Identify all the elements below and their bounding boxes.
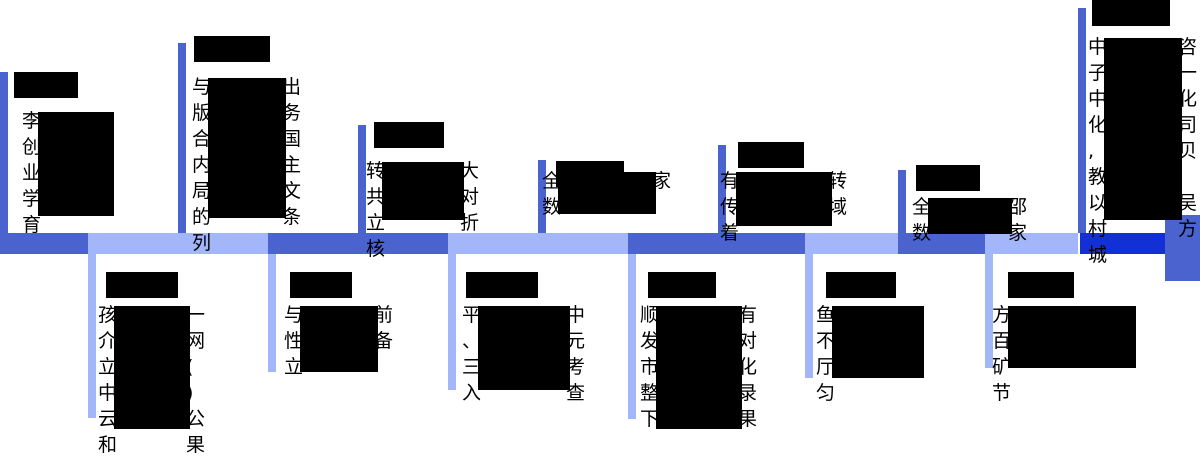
axis-segment-seg-4[interactable] [358,233,448,254]
milestone-title-m10 [466,272,538,298]
milestone-glyphs-right-m6: 邵 家 [1008,196,1028,244]
milestone-title-m1 [14,72,78,98]
milestone-stem-m5 [718,145,726,233]
timeline-endcap [1165,215,1200,281]
milestone-stem-m6 [898,170,906,233]
milestone-stem-m2 [178,43,186,233]
milestone-glyphs-left-m3: 转 共 立 核 [366,160,386,260]
milestone-body-m9 [300,306,378,372]
milestone-glyphs-right-m3: 大 对 折 [460,160,480,234]
milestone-title-m5 [738,142,804,168]
milestone-body-m3 [382,162,464,220]
milestone-body-m1 [38,112,114,216]
milestone-body-m13 [1008,306,1136,368]
milestone-stem-m1 [0,72,8,233]
milestone-title-m3 [374,122,444,148]
milestone-title-m6 [916,165,980,191]
milestone-title-m13 [1008,272,1074,298]
milestone-body-m5 [736,172,832,226]
milestone-title-m8 [106,272,178,298]
milestone-glyphs-right-m5: 转 域 [828,170,848,218]
milestone-glyphs-left-m9: 与 性 立 [284,304,304,378]
milestone-body-m8 [114,306,190,429]
milestone-title-m11 [648,272,716,298]
milestone-body-m2 [208,78,286,218]
milestone-body-m12 [832,306,924,378]
milestone-body-m4 [558,172,656,214]
milestone-stem-m12 [805,254,813,378]
axis-segment-seg-8[interactable] [805,233,898,254]
milestone-glyphs-left-m12: 鱼 不 厅 匀 [816,304,836,404]
milestone-stem-m4 [538,160,546,233]
milestone-glyphs-right-m2: 出 务 国 主 文 条 [282,76,302,228]
axis-segment-seg-6[interactable] [628,233,718,254]
milestone-body-m10 [478,306,570,390]
milestone-glyphs-right-m10: 中 元 考 查 [566,304,586,404]
milestone-stem-m9 [268,254,276,372]
milestone-body-m7 [1104,38,1182,220]
milestone-title-m7 [1092,0,1170,26]
milestone-glyphs-left-m6: 全 数 [912,196,932,244]
milestone-body-m11 [656,306,742,429]
milestone-glyphs-right-m7: 咨 一 化 司 贝 吴 方 [1178,36,1198,240]
milestone-stem-m13 [985,254,993,368]
axis-segment-seg-7[interactable] [718,233,805,254]
axis-segment-seg-3[interactable] [268,233,358,254]
axis-segment-seg-2[interactable] [88,233,268,254]
milestone-stem-m10 [448,254,456,390]
milestone-glyphs-left-m13: 方 百 矿 节 [992,304,1012,404]
milestone-title-m9 [290,272,352,298]
axis-segment-seg-11[interactable] [1080,233,1165,254]
axis-segment-seg-10[interactable] [985,233,1078,254]
milestone-glyphs-left-m1: 李 创 业 学 育 [22,110,42,236]
milestone-glyphs-right-m4: 家 [652,170,672,192]
milestone-glyphs-left-m10: 平 、 三 入 [462,304,482,404]
milestone-glyphs-left-m7: 中 子 中 化 , 教 以 村 城 [1088,36,1108,266]
axis-segment-seg-9[interactable] [898,233,985,254]
milestone-stem-m8 [88,254,96,418]
milestone-glyphs-left-m2: 与 版 合 内 局 的 列 [192,76,212,254]
milestone-glyphs-right-m11: 有 对 化 录 果 [738,304,758,430]
milestone-glyphs-right-m9: 前 备 [374,304,394,352]
milestone-stem-m3 [358,125,366,233]
milestone-glyphs-left-m5: 有 传 着 [720,170,740,244]
axis-segment-seg-5[interactable] [448,233,628,254]
milestone-stem-m11 [628,254,636,419]
milestone-stem-m7 [1078,8,1086,233]
timeline-axis [0,233,1200,254]
milestone-title-m2 [194,36,270,62]
axis-segment-seg-1[interactable] [0,233,88,254]
milestone-glyphs-left-m11: 顺 发 市 整 下 [640,304,660,430]
milestone-body-m6 [928,198,1012,234]
milestone-title-m12 [826,272,896,298]
